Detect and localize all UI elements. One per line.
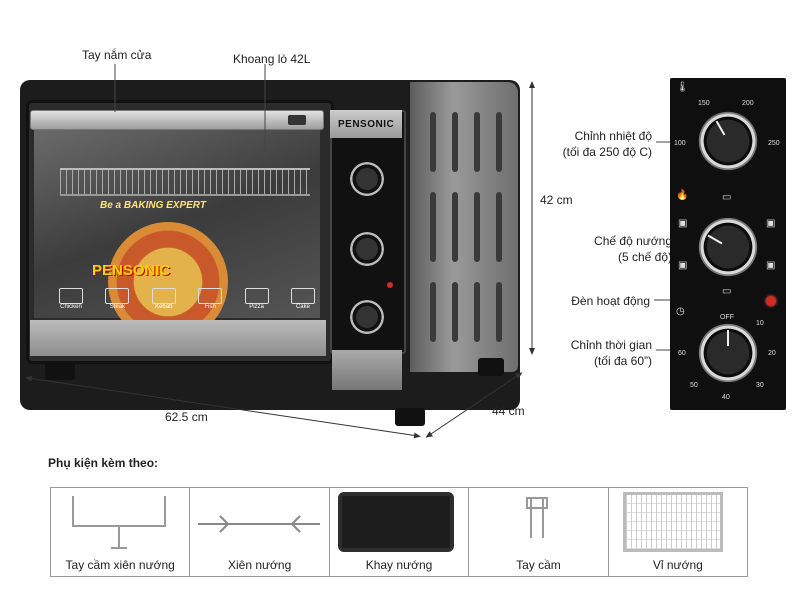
timer-tick: 60 [678, 350, 686, 357]
accessory-item: Tay cầm [469, 488, 609, 576]
oven-foot [45, 362, 75, 380]
brand-plate: PENSONIC [330, 110, 402, 138]
vent-slot [430, 112, 436, 172]
mode-knob [350, 232, 384, 266]
accessory-label: Vỉ nướng [652, 558, 703, 572]
pizza-icon [244, 288, 269, 304]
menu-item: Pizza [238, 288, 276, 310]
skewer-icon [198, 515, 321, 533]
door-slogan: Be a BAKING EXPERT [100, 200, 206, 211]
vent-slot [452, 282, 458, 342]
convection-mode-icon: ▣ [766, 260, 776, 271]
kebab-icon [151, 288, 176, 304]
oven-side-panel [410, 82, 518, 372]
timer-knob [350, 300, 384, 334]
menu-item: Kebab [145, 288, 183, 310]
menu-item: Cake [284, 288, 322, 310]
knob-pointer [715, 120, 726, 136]
knob-pointer [727, 330, 729, 346]
accessory-label: Tay cầm xiên nướng [65, 558, 175, 572]
temp-tick: 150 [698, 100, 710, 107]
fish-icon [198, 288, 223, 304]
oven-control-panel [330, 110, 406, 354]
handle-cap [288, 115, 306, 125]
cake-icon [290, 288, 315, 304]
chicken-icon [59, 288, 83, 304]
menu-item: Fish [191, 288, 229, 310]
indicator-lamp [766, 296, 776, 306]
temperature-knob [350, 162, 384, 196]
vent-slot [496, 192, 502, 262]
clock-icon: ◷ [676, 306, 685, 317]
top-heat-icon: ▭ [722, 192, 732, 203]
accessory-item: Vỉ nướng [609, 488, 747, 576]
baking-tray-icon [337, 492, 454, 552]
control-panel-closeup: 🌡 150 200 100 250 🔥 ▭ ▣ ▣ ▣ ▣ ▭ ◷ OFF 10… [670, 78, 786, 410]
timer-callout: Chỉnh thời gian (tối đa 60”) [570, 338, 652, 368]
accessory-label: Khay nướng [365, 558, 433, 572]
menu-item: Steak [98, 288, 136, 310]
timer-tick: 20 [768, 350, 776, 357]
rotisserie-fork-handle-icon [72, 496, 166, 549]
vent-slot [452, 112, 458, 172]
chamber-callout: Khoang lò 42L [233, 52, 311, 66]
timer-tick: 10 [756, 320, 764, 327]
vent-slot [496, 112, 502, 172]
accessory-item: Tay cầm xiên nướng [51, 488, 191, 576]
door-brand: PENSONIC [92, 262, 171, 279]
vent-slot [474, 282, 480, 342]
mode-callout: Chế độ nướng (5 chế độ) [594, 234, 672, 264]
mode-knob-large [697, 216, 759, 278]
temp-tick: 100 [674, 140, 686, 147]
thermometer-icon: 🌡 [676, 82, 689, 93]
knob-pointer [707, 234, 723, 245]
oven-rack [60, 168, 310, 196]
accessory-label: Tay cầm [516, 558, 561, 572]
accessories-title: Phụ kiện kèm theo: [48, 456, 159, 470]
vent-slot [474, 112, 480, 172]
steak-icon [105, 288, 130, 304]
temp-tick: 250 [768, 140, 780, 147]
brand-name: PENSONIC [338, 119, 395, 130]
flame-icon: 🔥 [676, 190, 689, 201]
accessory-item: Xiên nướng [190, 488, 330, 576]
accessory-item: Khay nướng [330, 488, 470, 576]
door-trim [30, 320, 326, 356]
vent-slot [496, 282, 502, 342]
accessory-label: Xiên nướng [227, 558, 292, 572]
height-label: 42 cm [540, 193, 573, 207]
vent-slot [430, 192, 436, 262]
lamp-callout: Đèn hoạt động [571, 294, 650, 308]
door-handle [30, 110, 324, 130]
indicator-lamp-small [387, 282, 393, 288]
wire-rack-icon [622, 492, 723, 552]
temp-tick: 200 [742, 100, 754, 107]
timer-tick: 40 [722, 394, 730, 401]
temperature-knob-large [697, 110, 759, 172]
accessories-row: Tay cầm xiên nướng Xiên nướng Khay nướng… [50, 487, 748, 577]
vent-slot [430, 282, 436, 342]
timer-tick: 50 [690, 382, 698, 389]
rotisserie-mode-icon: ▣ [766, 218, 776, 229]
menu-item: Chicken [52, 288, 90, 310]
tray-handle-icon [526, 497, 549, 538]
door-menu: Chicken Steak Kebab Fish Pizza Cake [52, 288, 322, 310]
temperature-callout: Chỉnh nhiệt độ (tối đa 250 độ C) [562, 129, 652, 159]
bottom-heat-icon: ▣ [678, 260, 688, 271]
oven-foot [478, 358, 504, 376]
timer-tick: 30 [756, 382, 764, 389]
timer-tick: OFF [720, 314, 734, 321]
handle-callout: Tay nắm cửa [82, 48, 152, 62]
vent-slot [474, 192, 480, 262]
vent-slot [452, 192, 458, 262]
timer-knob-large [697, 322, 759, 384]
mode-indicator-icon: ▭ [722, 286, 732, 297]
grill-mode-icon: ▣ [678, 218, 688, 229]
width-label: 62.5 cm [165, 410, 208, 424]
depth-label: 44 cm [492, 404, 525, 418]
